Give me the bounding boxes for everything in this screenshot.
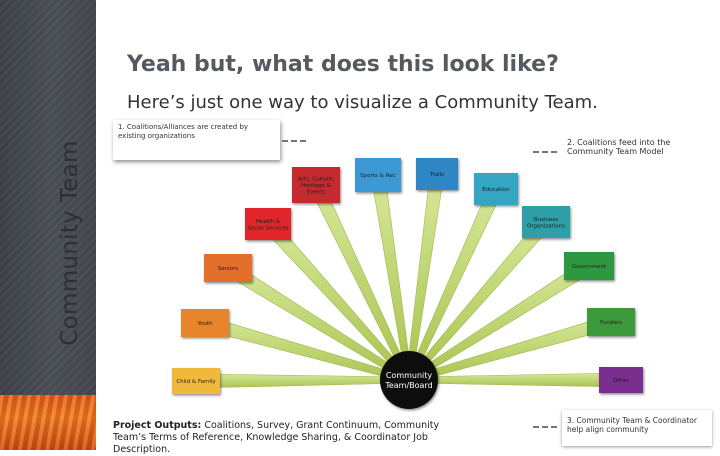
hub-circle <box>380 351 438 409</box>
node-other: Other <box>599 367 643 393</box>
node-trails: Trails <box>416 158 458 190</box>
connector-other <box>408 372 622 388</box>
node-box-child-family <box>172 368 220 394</box>
node-label-education: Education <box>482 187 510 193</box>
node-label-arts: Arts, Culture, <box>298 177 335 183</box>
node-box-education <box>474 173 518 205</box>
node-box-health <box>245 208 291 240</box>
node-box-sports <box>355 158 401 192</box>
node-label-other: Other <box>613 378 629 384</box>
node-label-child-family: Child & Family <box>176 379 216 385</box>
sidebar-accent-texture <box>0 395 96 450</box>
node-government: Government <box>564 252 614 280</box>
project-outputs-label: Project Outputs: <box>113 420 202 431</box>
node-label-seniors: Seniors <box>218 266 239 272</box>
node-label-sports: Sports & Rec <box>360 173 395 179</box>
callout-feed: 2. Coalitions feed into the Community Te… <box>567 138 671 156</box>
node-education: Education <box>474 173 518 205</box>
callout-coalitions: 1. Coalitions/Alliances are created by e… <box>113 120 280 160</box>
node-label-youth: Youth <box>196 321 213 327</box>
hub-label-line1: Community <box>386 371 433 380</box>
nodes: Child & Family Youth Seniors Health &Social… <box>172 158 643 394</box>
callout-3-connector <box>533 426 557 428</box>
slide-title: Yeah but, what does this look like? <box>127 52 559 77</box>
hub-node: Community Team/Board <box>380 351 438 409</box>
node-label-health: Social Services <box>247 225 288 231</box>
node-youth: Youth <box>181 309 229 337</box>
sidebar-texture <box>0 0 96 450</box>
node-box-business <box>522 206 570 238</box>
node-box-other <box>599 367 643 393</box>
node-label-funders: Funders <box>600 320 622 326</box>
node-label-arts: Events <box>307 190 326 196</box>
node-box-arts <box>292 167 340 203</box>
node-label-arts: Heritage & <box>301 183 331 189</box>
callout-1-connector <box>282 140 306 142</box>
node-label-health: Health & <box>256 219 281 225</box>
node-label-business: Business <box>534 217 558 223</box>
node-box-funders <box>587 308 635 336</box>
node-label-government: Government <box>572 264 607 270</box>
node-arts: Arts, Culture,Heritage &Events <box>292 167 340 203</box>
sidebar <box>0 0 96 450</box>
node-health: Health &Social Services <box>245 208 291 240</box>
callout-2-connector <box>533 151 557 153</box>
node-seniors: Seniors <box>204 254 252 282</box>
hub-label-line2: Team/Board <box>384 381 432 390</box>
node-box-government <box>564 252 614 280</box>
project-outputs: Project Outputs: Coalitions, Survey, Gra… <box>113 420 473 456</box>
node-label-business: Organizations <box>527 223 565 229</box>
node-box-trails <box>416 158 458 190</box>
node-box-youth <box>181 309 229 337</box>
connector-child-family <box>195 373 410 389</box>
node-sports: Sports & Rec <box>355 158 401 192</box>
node-box-seniors <box>204 254 252 282</box>
slide-subtitle: Here’s just one way to visualize a Commu… <box>127 92 598 113</box>
node-label-trails: Trails <box>429 172 444 178</box>
callout-align: 3. Community Team & Coordinator help ali… <box>562 410 712 446</box>
node-child-family: Child & Family <box>172 368 220 394</box>
sidebar-accent <box>0 395 96 450</box>
node-funders: Funders <box>587 308 635 336</box>
